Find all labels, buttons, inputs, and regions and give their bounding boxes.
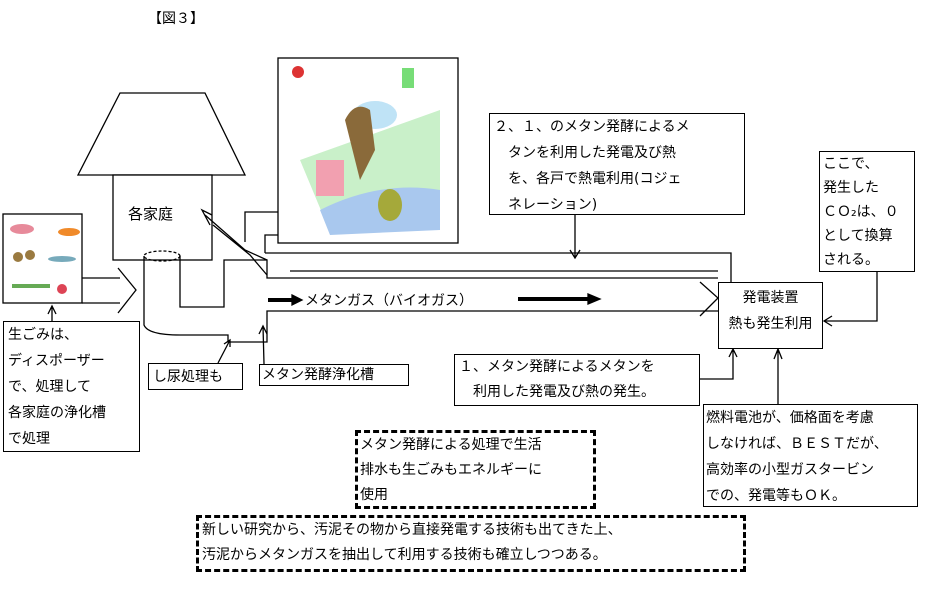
fuel-cell-note: 燃料電池が、価格面を考慮 しなければ、ＢＥＳＴだが、 高効率の小型ガスタービン … (703, 404, 918, 507)
food-icons (10, 224, 80, 294)
night-soil-note: し尿処理も (148, 363, 243, 390)
gas-label: メタンガス（バイオガス） (305, 293, 473, 309)
methane-power-note: １、メタン発酵によるメタンを 利用した発電及び熱の発生。 (454, 354, 700, 406)
kitchen-illustration-icon (292, 66, 440, 235)
text-line: 各家庭の浄化槽 (8, 405, 106, 421)
text-line: ここで、 (823, 156, 879, 172)
house-label: 各家庭 (128, 205, 174, 223)
text-line: ネレーション) (494, 197, 598, 213)
text-line: 利用した発電及び熱の発生。 (459, 384, 655, 400)
text-line: を、各戸で熱電利用(コジェ (494, 171, 682, 187)
text-line: での、発電等もＯＫ。 (706, 488, 846, 504)
figure-label: 【図３】 (148, 11, 204, 27)
text-line: 生ごみは、 (8, 327, 78, 343)
garbage-note: 生ごみは、 ディスポーザー で、処理して 各家庭の浄化槽 で処理 (3, 321, 140, 452)
text-line: １、メタン発酵によるメタンを (459, 359, 655, 375)
text-line: 発生した (823, 180, 879, 196)
text-line: タンを利用した発電及び熱 (494, 145, 676, 161)
text-line: 排水も生ごみもエネルギーに (360, 462, 542, 478)
text-line: ディスポーザー (8, 353, 105, 369)
text-line: 燃料電池が、価格面を考慮 (706, 410, 874, 426)
house-roof (76, 92, 247, 176)
tank-note: メタン発酵浄化槽 (259, 364, 409, 386)
co2-note: ここで、 発生した ＣＯ₂は、０ として換算 される。 (819, 151, 915, 272)
text-line: される。 (823, 252, 879, 268)
text-line: 使用 (360, 487, 388, 503)
research-note: 新しい研究から、汚泥その物から直接発電する技術も出てきた上、 汚泥からメタンガス… (196, 515, 746, 572)
text-line: 熱も発生利用 (728, 316, 813, 332)
text-line: として換算 (823, 228, 893, 244)
text-line: ２、１、のメタン発酵によるメ (494, 119, 690, 135)
house-body (112, 174, 213, 261)
text-line: しなければ、ＢＥＳＴだが、 (706, 436, 888, 452)
generator-box: 発電装置 熱も発生利用 (718, 282, 823, 349)
text-line: 高効率の小型ガスタービン (706, 462, 874, 478)
cogeneration-note: ２、１、のメタン発酵によるメ タンを利用した発電及び熱 を、各戸で熱電利用(コジ… (489, 113, 745, 215)
text-line: メタン発酵による処理で生活 (360, 437, 542, 453)
text-line: 発電装置 (742, 290, 799, 306)
text-line: ＣＯ₂は、０ (823, 204, 899, 220)
text-line: で処理 (8, 431, 50, 447)
text-line: 汚泥からメタンガスを抽出して利用する技術も確立しつつある。 (202, 547, 607, 563)
text-line: 新しい研究から、汚泥その物から直接発電する技術も出てきた上、 (202, 522, 622, 538)
summary-note: メタン発酵による処理で生活 排水も生ごみもエネルギーに 使用 (355, 430, 596, 509)
text-line: で、処理して (8, 379, 92, 395)
